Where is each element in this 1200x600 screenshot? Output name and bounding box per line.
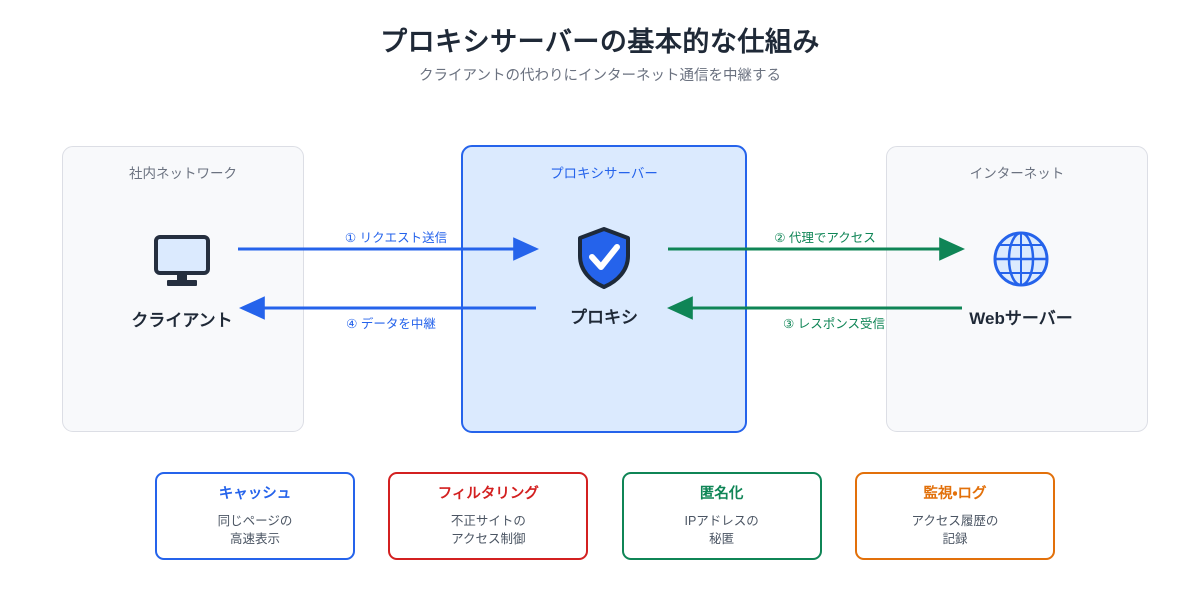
benefit-card-anonymization-desc-line2: 秘匿 — [709, 532, 735, 547]
benefit-card-filtering-desc-line1: 不正サイトの — [450, 514, 526, 529]
node-client: クライアント — [102, 228, 262, 331]
flow-label-request: ① リクエスト送信 — [344, 231, 448, 245]
flow-label-relay: ④ データを中継 — [346, 317, 436, 331]
benefit-card-list: キャッシュ 同じページの 高速表示 フィルタリング 不正サイトの アクセス制御 … — [155, 472, 1055, 560]
benefit-card-cache-desc-line2: 高速表示 — [229, 532, 280, 547]
benefit-card-anonymization-desc: IPアドレスの 秘匿 — [685, 512, 759, 548]
panel-internet: インターネット — [886, 146, 1148, 432]
flow-label-proxy-access: ② 代理でアクセス — [774, 231, 876, 245]
page-subtitle: クライアントの代わりにインターネット通信を中継する — [419, 68, 781, 85]
benefit-card-cache-title: キャッシュ — [218, 485, 292, 502]
shield-check-icon — [524, 225, 684, 291]
panel-internet-title: インターネット — [969, 166, 1065, 181]
benefit-card-monitoring-log-desc-line1: アクセス履歴の — [911, 514, 999, 529]
node-webserver: Webサーバー — [941, 226, 1101, 329]
monitor-icon — [102, 228, 262, 294]
page-header: プロキシサーバーの基本的な仕組み クライアントの代わりにインターネット通信を中継… — [0, 26, 1200, 86]
benefit-card-filtering-title: フィルタリング — [437, 485, 539, 502]
node-client-label: クライアント — [131, 311, 233, 330]
node-webserver-label: Webサーバー — [969, 309, 1073, 328]
benefit-card-filtering[interactable]: フィルタリング 不正サイトの アクセス制御 — [388, 472, 589, 560]
panel-internal-network-title: 社内ネットワーク — [129, 166, 237, 181]
page-title: プロキシサーバーの基本的な仕組み — [380, 27, 820, 57]
benefit-card-monitoring-log-desc-line2: 記録 — [942, 532, 968, 547]
panel-proxy-server-title: プロキシサーバー — [550, 166, 658, 181]
benefit-card-cache-desc-line1: 同じページの — [217, 514, 293, 529]
benefit-card-monitoring-log-desc: アクセス履歴の 記録 — [912, 512, 999, 548]
benefit-card-anonymization-desc-line1: IPアドレスの — [684, 514, 759, 529]
benefit-card-anonymization-title: 匿名化 — [699, 485, 744, 502]
benefit-card-monitoring-log-title: 監視・ログ — [923, 485, 987, 502]
globe-icon — [941, 226, 1101, 292]
benefit-card-monitoring-log[interactable]: 監視・ログ アクセス履歴の 記録 — [854, 472, 1055, 560]
node-proxy: プロキシ — [524, 225, 684, 328]
benefit-card-cache-desc: 同じページの 高速表示 — [218, 512, 293, 548]
benefit-card-filtering-desc-line2: アクセス制御 — [451, 532, 526, 547]
benefit-card-cache[interactable]: キャッシュ 同じページの 高速表示 — [155, 472, 355, 560]
node-proxy-label: プロキシ — [570, 308, 638, 327]
benefit-card-anonymization[interactable]: 匿名化 IPアドレスの 秘匿 — [621, 472, 822, 560]
flow-label-response: ③ レスポンス受信 — [783, 317, 885, 331]
benefit-card-filtering-desc: 不正サイトの アクセス制御 — [451, 512, 526, 548]
panel-internal-network: 社内ネットワーク — [62, 146, 304, 432]
